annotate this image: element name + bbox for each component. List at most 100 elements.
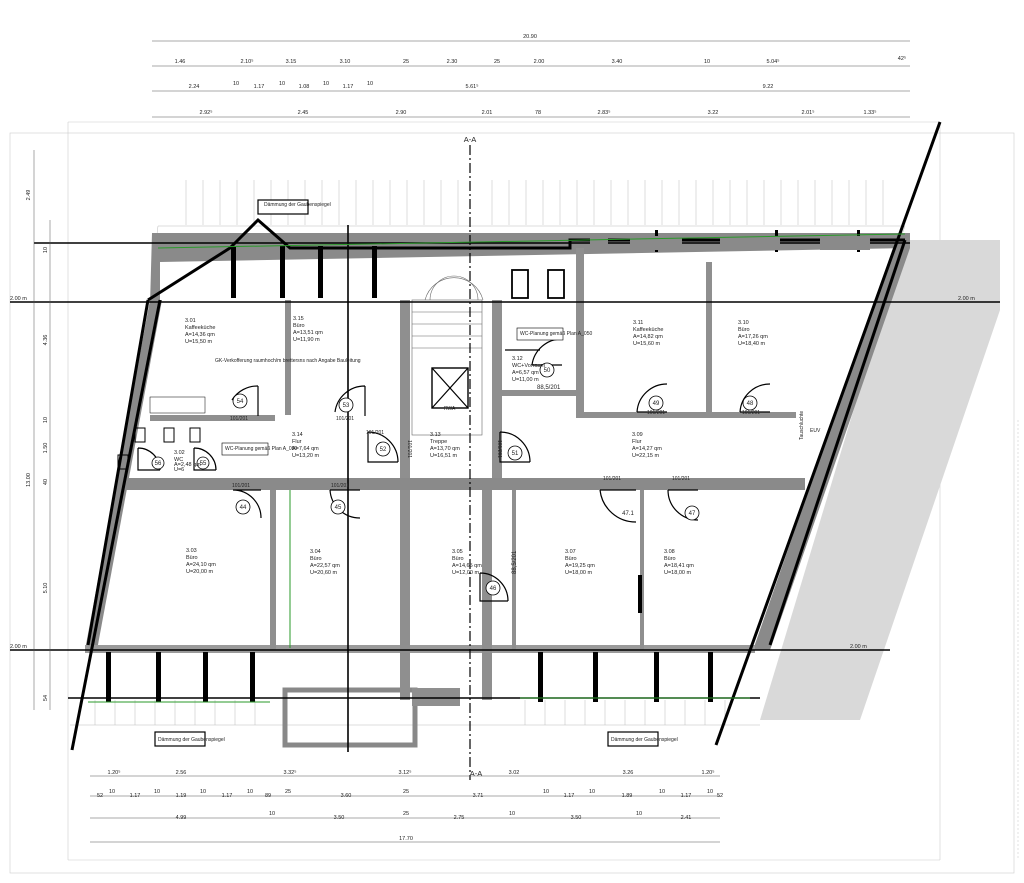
svg-text:40: 40 (43, 479, 49, 485)
door-code: 101/201 (742, 410, 760, 416)
svg-text:10: 10 (233, 81, 239, 87)
svg-text:2.30: 2.30 (447, 59, 458, 65)
svg-text:78: 78 (535, 110, 541, 116)
level-left-top: 2.00 m (10, 296, 27, 302)
svg-text:A=14,65 qm: A=14,65 qm (452, 563, 482, 569)
svg-text:10: 10 (509, 811, 515, 817)
door-number: 53 (343, 403, 350, 409)
dimension-lines (33, 40, 910, 843)
level-right-top: 2.00 m (958, 296, 975, 302)
svg-text:2.01: 2.01 (482, 110, 493, 116)
svg-text:52: 52 (97, 793, 103, 799)
svg-text:4.36: 4.36 (43, 335, 49, 346)
svg-text:1.20⁵: 1.20⁵ (702, 769, 715, 776)
svg-text:Büro: Büro (293, 323, 305, 329)
level-labels: 2.00 m 2.00 m 2.00 m 2.00 m (10, 296, 975, 650)
door-number: 51 (512, 451, 519, 457)
svg-text:A=6,57 qm: A=6,57 qm (512, 370, 539, 376)
svg-text:1.17: 1.17 (564, 793, 575, 799)
door-number: 48 (747, 401, 754, 407)
svg-text:2.00: 2.00 (534, 59, 545, 65)
svg-text:Flur: Flur (292, 439, 302, 445)
note-daemmung-left: Dämmung der Gaubenspiegel (158, 737, 225, 743)
svg-text:3.32⁵: 3.32⁵ (284, 769, 297, 776)
door-number: 45 (335, 505, 342, 511)
svg-text:A=17,26 qm: A=17,26 qm (738, 334, 768, 340)
svg-text:U=11,90 m: U=11,90 m (293, 337, 320, 343)
svg-text:10: 10 (704, 59, 710, 65)
svg-text:10: 10 (707, 789, 713, 795)
dormer-posts (106, 230, 870, 702)
svg-text:Kaffeeküche: Kaffeeküche (633, 327, 663, 333)
svg-text:3.05: 3.05 (452, 549, 463, 555)
svg-text:2.10⁵: 2.10⁵ (241, 58, 254, 65)
svg-text:1.17: 1.17 (130, 793, 141, 799)
svg-text:3.02: 3.02 (174, 450, 185, 456)
svg-text:U=12,00 m: U=12,00 m (452, 570, 479, 576)
svg-text:WC+Vorraum: WC+Vorraum (512, 363, 546, 369)
svg-text:Kaffeeküche: Kaffeeküche (185, 325, 215, 331)
svg-text:17.70: 17.70 (399, 836, 413, 842)
svg-text:3.15: 3.15 (293, 316, 304, 322)
svg-text:10: 10 (279, 81, 285, 87)
svg-text:10: 10 (109, 789, 115, 795)
bottom-dimensions: 1.20⁵ 2.56 3.32⁵ 3.12⁵ 3.02 3.26 1.20⁵ 5… (97, 769, 723, 842)
svg-text:89: 89 (265, 793, 271, 799)
door-code: 101/201 (336, 416, 354, 422)
note-daemmung-right: Dämmung der Gaubenspiegel (611, 737, 678, 743)
door-codes: 101/201 101/201 101/201 101/201 101/201 … (230, 385, 760, 574)
svg-text:25: 25 (285, 789, 291, 795)
svg-text:10: 10 (43, 417, 49, 423)
svg-text:2.01⁵: 2.01⁵ (802, 109, 815, 116)
svg-text:10: 10 (659, 789, 665, 795)
door-number: 47.1 (622, 511, 634, 517)
door-number: 44 (240, 505, 247, 511)
svg-text:10: 10 (636, 811, 642, 817)
svg-text:U=15,60 m: U=15,60 m (633, 341, 660, 347)
svg-text:3.22: 3.22 (708, 110, 719, 116)
svg-text:Büro: Büro (738, 327, 750, 333)
svg-text:10: 10 (543, 789, 549, 795)
svg-text:3.10: 3.10 (340, 59, 351, 65)
svg-text:2.75: 2.75 (454, 815, 465, 821)
sheet-frame (9, 121, 1019, 874)
svg-text:U=18,40 m: U=18,40 m (738, 341, 765, 347)
svg-text:U=18,00 m: U=18,00 m (565, 570, 592, 576)
door-size: 88,5/201 (537, 385, 561, 391)
svg-text:Büro: Büro (565, 556, 577, 562)
note-wc-right: WC-Planung gemäß Plan A_050 (520, 331, 592, 337)
svg-text:5.61⁵: 5.61⁵ (466, 83, 479, 90)
door-size: 88,5/201 (512, 550, 518, 574)
svg-text:1.17: 1.17 (222, 793, 233, 799)
svg-text:10: 10 (269, 811, 275, 817)
svg-text:25: 25 (403, 811, 409, 817)
svg-text:10: 10 (43, 247, 49, 253)
svg-text:3.12⁵: 3.12⁵ (399, 769, 412, 776)
svg-text:3.26: 3.26 (623, 770, 634, 776)
svg-text:1.89: 1.89 (622, 793, 633, 799)
svg-text:A=14,82 qm: A=14,82 qm (633, 334, 663, 340)
svg-text:U=16,51 m: U=16,51 m (430, 453, 457, 459)
level-right-bottom: 2.00 m (850, 644, 867, 650)
svg-text:A=2,48 qm: A=2,48 qm (174, 462, 201, 468)
svg-text:4.99: 4.99 (176, 815, 187, 821)
svg-text:1.08: 1.08 (299, 84, 310, 90)
door-number: 50 (544, 368, 551, 374)
wc-fixtures (117, 269, 565, 470)
svg-text:2.45: 2.45 (298, 110, 309, 116)
svg-text:3.02: 3.02 (509, 770, 520, 776)
door-code: 101/201 (672, 476, 690, 482)
svg-text:A=14,36 qm: A=14,36 qm (185, 332, 215, 338)
svg-text:U=11,00 m: U=11,00 m (512, 377, 539, 383)
door-number: 54 (237, 399, 244, 405)
